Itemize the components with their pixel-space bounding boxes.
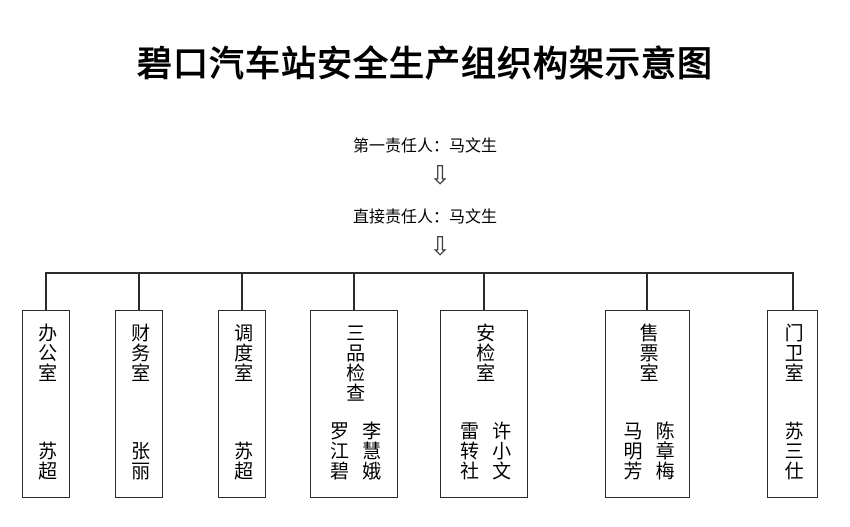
department-box[interactable]: 售票室陈章梅马明芳 (605, 310, 690, 498)
department-name: 三品检查 (343, 323, 366, 403)
department-staff-list: 陈章梅马明芳 (620, 421, 675, 481)
staff-name: 许小文 (489, 421, 512, 481)
connector-drop-line (138, 272, 140, 310)
direct-responsible-person: 直接责任人：马文生 (352, 207, 497, 226)
first-responsible-person: 第一责任人：马文生 (352, 136, 497, 155)
department-staff-list: 李慧娥罗江碧 (327, 421, 382, 481)
department-name: 财务室 (128, 323, 151, 383)
connector-drop-line (241, 272, 243, 310)
staff-name: 马明芳 (620, 421, 643, 481)
department-name: 门卫室 (781, 323, 804, 383)
department-staff-list: 苏超 (231, 441, 254, 481)
department-box[interactable]: 财务室张丽 (115, 310, 163, 498)
staff-name: 李慧娥 (359, 421, 382, 481)
staff-name: 张丽 (128, 441, 151, 481)
staff-name: 雷转社 (457, 421, 479, 481)
connector-drop-line (792, 272, 794, 310)
department-name: 售票室 (636, 323, 659, 383)
connector-drop-line (45, 272, 47, 310)
staff-name: 罗江碧 (327, 421, 349, 481)
department-name: 办公室 (35, 323, 58, 383)
connector-horizontal-bar (46, 272, 794, 274)
department-box[interactable]: 办公室苏超 (22, 310, 70, 498)
department-box[interactable]: 调度室苏超 (218, 310, 266, 498)
department-staff-list: 许小文雷转社 (457, 421, 512, 481)
department-box[interactable]: 门卫室苏三仕 (767, 310, 818, 498)
staff-name: 陈章梅 (652, 421, 675, 481)
page-title: 碧口汽车站安全生产组织构架示意图 (136, 44, 713, 85)
staff-name: 苏超 (231, 441, 254, 481)
department-staff-list: 张丽 (128, 441, 151, 481)
staff-name: 苏超 (35, 441, 58, 481)
department-box[interactable]: 安检室许小文雷转社 (440, 310, 528, 498)
department-name: 安检室 (473, 323, 496, 383)
staff-name: 苏三仕 (781, 421, 804, 481)
down-arrow-icon: ⇩ (429, 232, 451, 262)
connector-drop-line (646, 272, 648, 310)
department-staff-list: 苏超 (35, 441, 58, 481)
connector-drop-line (353, 272, 355, 310)
down-arrow-icon: ⇩ (429, 161, 451, 191)
connector-drop-line (483, 272, 485, 310)
department-staff-list: 苏三仕 (781, 421, 804, 481)
department-box[interactable]: 三品检查李慧娥罗江碧 (310, 310, 398, 498)
department-name: 调度室 (231, 323, 254, 383)
